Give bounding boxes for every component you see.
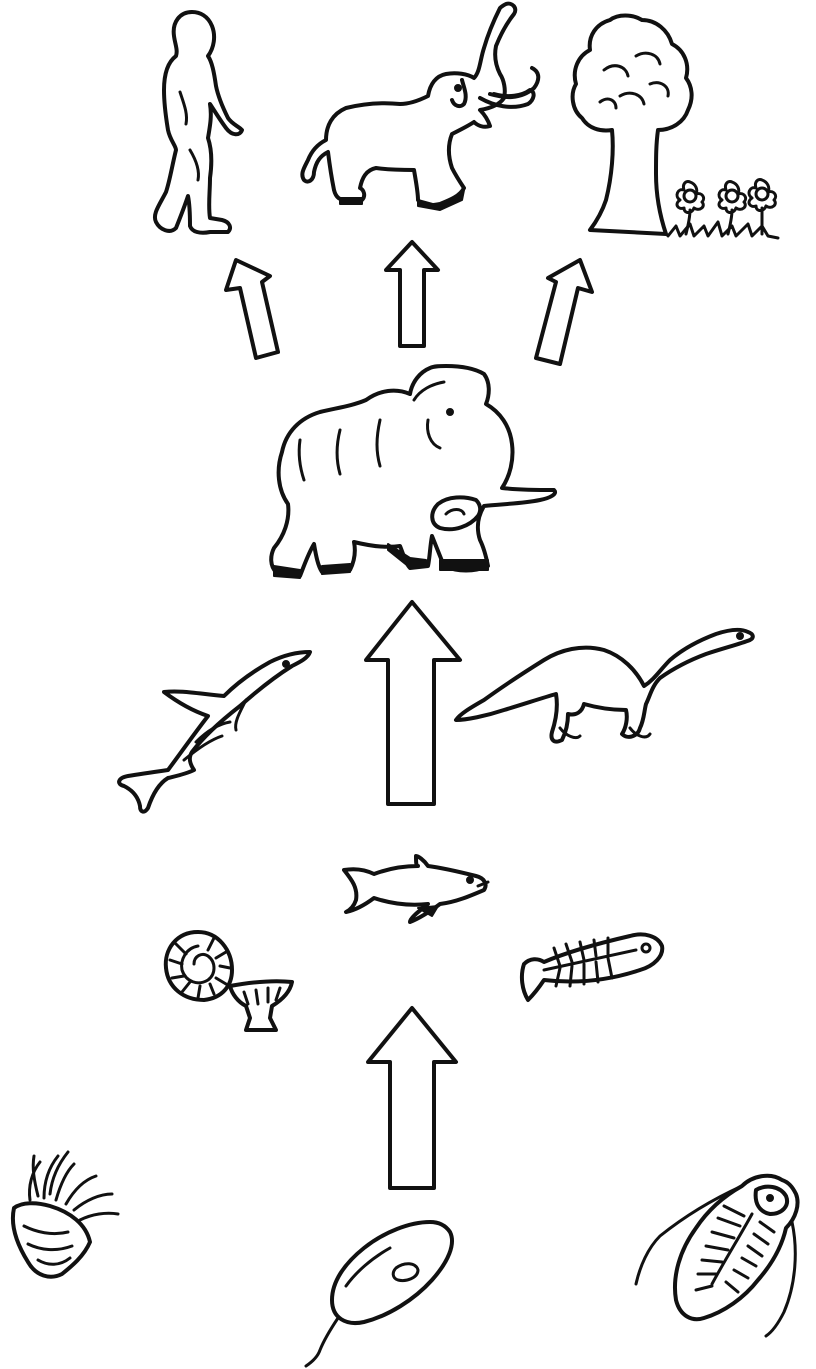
ichthyosaur-icon (119, 652, 310, 812)
shark-icon (344, 856, 488, 922)
sauropod-dinosaur-icon (456, 630, 753, 742)
early-human-icon (155, 12, 242, 233)
tree-and-flowers-icon (573, 16, 778, 239)
single-cell-organism-icon (306, 1222, 452, 1366)
arrow-to-elephant-icon (386, 242, 438, 346)
arrow-to-human-icon (226, 260, 278, 358)
ammonite-and-coral-icon (166, 932, 292, 1030)
elephant-icon (302, 4, 538, 210)
trilobite-icon (636, 1176, 798, 1336)
woolly-mammoth-icon (271, 366, 555, 578)
sea-anemone-icon (13, 1152, 118, 1277)
fish-skeleton-icon (522, 934, 662, 1000)
arrow-to-second-row-icon (368, 1008, 456, 1188)
arrow-to-mammoth-icon (366, 602, 460, 804)
arrow-to-tree-icon (536, 260, 592, 364)
